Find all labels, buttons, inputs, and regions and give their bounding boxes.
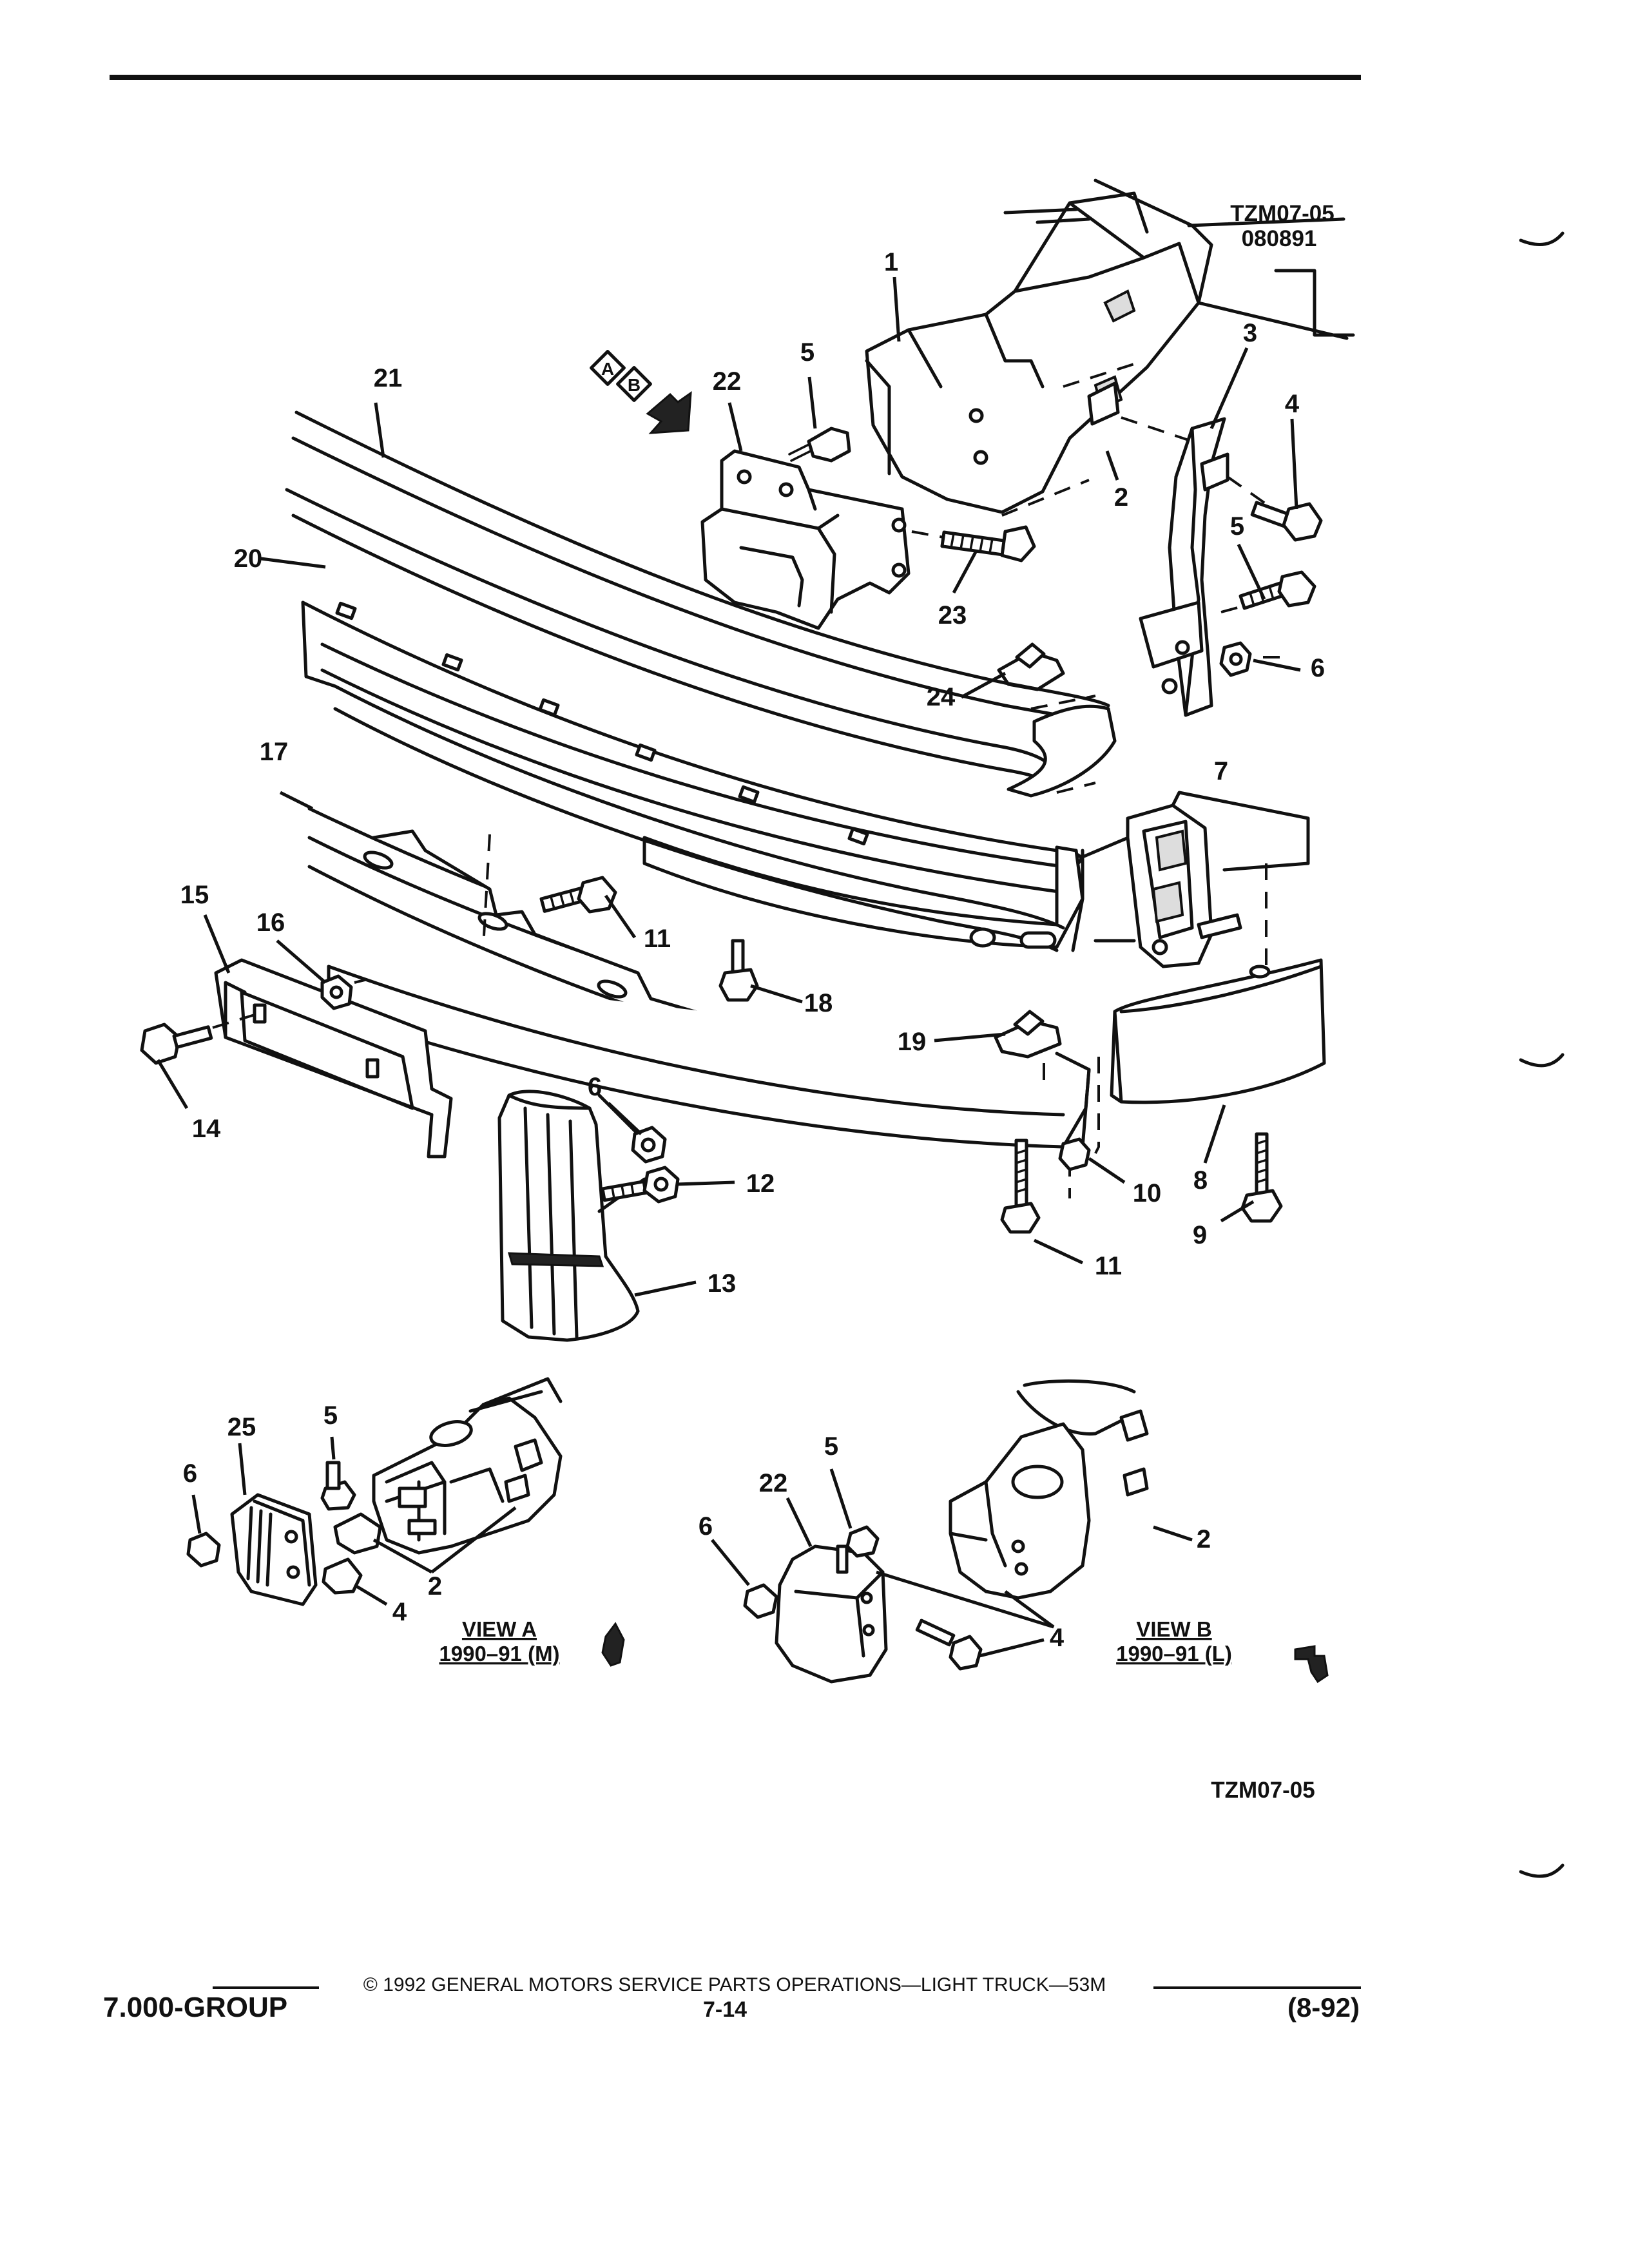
view-b-callout-6: 6 xyxy=(699,1512,713,1541)
end-cap-bracket xyxy=(1126,791,1310,968)
callout-2: 2 xyxy=(1114,483,1128,512)
callout-12: 12 xyxy=(746,1169,775,1198)
leader-lines xyxy=(156,276,1301,1297)
bolt-23 xyxy=(911,525,1036,562)
view-a-title: VIEW A xyxy=(462,1617,537,1641)
nut-16 xyxy=(320,974,368,1010)
bolt-11-lower xyxy=(1000,1139,1041,1234)
callout-6-brace: 6 xyxy=(1311,654,1325,682)
arrow-tag-a: A xyxy=(601,359,614,379)
view-a-callout-6: 6 xyxy=(183,1459,197,1488)
bumper-face-bar xyxy=(285,410,1168,952)
view-b-years: 1990–91 (L) xyxy=(1116,1642,1232,1666)
nut-6-guard xyxy=(631,1126,667,1164)
callout-13: 13 xyxy=(708,1269,737,1298)
view-b-callout-2: 2 xyxy=(1197,1525,1211,1553)
bolt-11-upper xyxy=(539,876,617,914)
bumper-end-pad xyxy=(1094,958,1326,1154)
view-b-title: VIEW B xyxy=(1136,1617,1211,1641)
callout-19: 19 xyxy=(898,1028,927,1056)
nut-6-brace xyxy=(1219,641,1282,677)
view-a-callout-5: 5 xyxy=(323,1401,338,1430)
callout-11-upper: 11 xyxy=(644,925,671,953)
view-a-callout-25: 25 xyxy=(227,1413,256,1441)
callout-18: 18 xyxy=(804,989,833,1017)
callout-16: 16 xyxy=(256,908,285,937)
view-arrow: A B xyxy=(590,350,692,434)
callout-22: 22 xyxy=(713,367,742,396)
view-b-callout-22: 22 xyxy=(759,1469,788,1497)
nut-10 xyxy=(1058,1137,1091,1171)
callout-6-guard: 6 xyxy=(588,1073,602,1101)
footer-group: 7.000-GROUP xyxy=(103,1992,287,2023)
bolt-5-upper xyxy=(788,427,851,463)
callout-21: 21 xyxy=(374,364,403,392)
callout-20: 20 xyxy=(234,544,263,573)
callout-5-upper: 5 xyxy=(800,338,815,367)
callout-9: 9 xyxy=(1193,1221,1207,1249)
bolt-4 xyxy=(1250,501,1323,542)
bumper-brace xyxy=(1139,417,1284,717)
bolt-14 xyxy=(140,1014,255,1065)
callout-17: 17 xyxy=(260,738,289,766)
drawing-date: 080891 xyxy=(1242,226,1317,251)
view-b-inset: 22 5 6 2 4 VIEW B 1990–91 (L) xyxy=(699,1379,1329,1684)
footer: © 1992 GENERAL MOTORS SERVICE PARTS OPER… xyxy=(103,1974,1361,2023)
screw-9 xyxy=(1240,1132,1283,1223)
callout-11-lower: 11 xyxy=(1095,1252,1122,1280)
figure-id: TZM07-05 xyxy=(1211,1778,1315,1803)
callout-3: 3 xyxy=(1243,319,1257,347)
lower-valance xyxy=(307,807,1091,1198)
footer-revision: (8-92) xyxy=(1287,1992,1360,2023)
callout-10: 10 xyxy=(1133,1179,1162,1207)
frame-rail xyxy=(865,178,1355,517)
footer-copyright: © 1992 GENERAL MOTORS SERVICE PARTS OPER… xyxy=(363,1974,1106,1995)
bolt-18 xyxy=(718,939,759,1002)
callout-23: 23 xyxy=(938,601,967,629)
view-a-callout-2: 2 xyxy=(428,1572,442,1600)
binding-marks xyxy=(1519,231,1565,1878)
view-a-inset: 25 5 6 2 4 VIEW A 1990–91 (M) xyxy=(183,1377,625,1667)
callout-labels: 1 5 22 3 2 4 5 6 23 24 21 20 17 7 15 16 … xyxy=(180,248,1325,1298)
bolt-12 xyxy=(601,1166,680,1204)
mounting-bracket xyxy=(700,449,911,630)
callout-1: 1 xyxy=(884,248,898,276)
view-a-callout-4: 4 xyxy=(392,1598,407,1626)
view-a-years: 1990–91 (M) xyxy=(439,1642,559,1666)
callout-5-brace: 5 xyxy=(1230,512,1244,541)
view-b-callout-5: 5 xyxy=(824,1432,838,1461)
callout-8: 8 xyxy=(1193,1166,1208,1195)
callout-7: 7 xyxy=(1214,757,1228,785)
view-b-callout-4: 4 xyxy=(1050,1624,1065,1652)
callout-15: 15 xyxy=(180,881,209,909)
nut-clip-19 xyxy=(994,1010,1062,1082)
callout-14: 14 xyxy=(192,1115,221,1143)
callout-24: 24 xyxy=(927,683,956,711)
footer-page: 7-14 xyxy=(703,1997,747,2022)
callout-4: 4 xyxy=(1285,390,1300,418)
arrow-tag-b: B xyxy=(628,375,641,395)
nut-clip-24 xyxy=(997,642,1065,691)
